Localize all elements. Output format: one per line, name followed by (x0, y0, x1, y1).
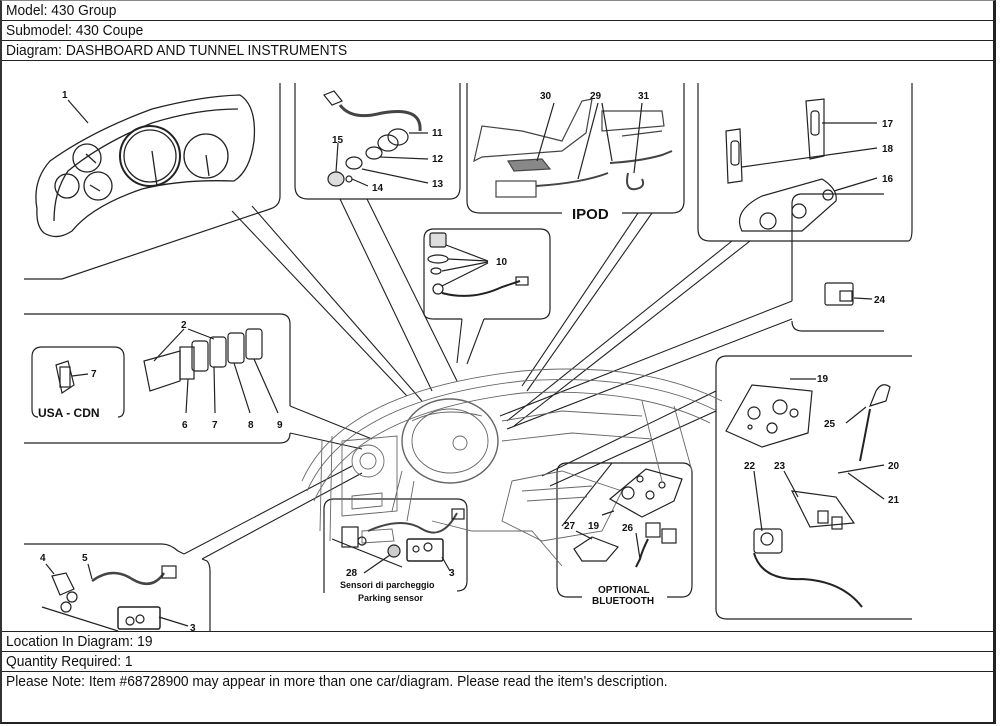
bluetooth-label-2: BLUETOOTH (592, 596, 654, 607)
panel-ipod-frame (466, 83, 685, 214)
switch-24-drawing (824, 282, 854, 306)
location-row: Location In Diagram: 19 (2, 632, 993, 652)
note-row: Please Note: Item #68728900 may appear i… (2, 672, 993, 723)
model-label: Model: 430 Group (6, 2, 117, 19)
parking-label-en: Parking sensor (358, 593, 424, 603)
panel-lighter-frame (294, 83, 461, 200)
quantity-required: Quantity Required: 1 (6, 653, 133, 670)
lighter-leaders (335, 132, 429, 187)
callout-19-bt: 19 (588, 521, 600, 532)
callout-26: 26 (622, 523, 634, 534)
panel-tunnel-frame (715, 355, 912, 620)
bluetooth-label-1: OPTIONAL (598, 585, 650, 596)
ipod-leaders (536, 102, 643, 180)
location-in-diagram: Location In Diagram: 19 (6, 633, 153, 650)
callout-5: 5 (82, 553, 88, 564)
callout-3-left: 3 (190, 623, 196, 631)
callout-18: 18 (882, 144, 894, 155)
callout-6: 6 (182, 420, 188, 431)
submodel-label: Submodel: 430 Coupe (6, 22, 144, 39)
callout-29: 29 (590, 91, 602, 102)
callout-19: 19 (817, 374, 829, 385)
parts-diagram: 1 11 12 13 14 15 (2, 61, 993, 664)
callout-30: 30 (540, 91, 552, 102)
quantity-row: Quantity Required: 1 (2, 652, 993, 672)
callout-8: 8 (248, 420, 254, 431)
callout-13: 13 (432, 179, 444, 190)
panel-bluetooth-frame (556, 462, 693, 598)
callout-17: 17 (882, 119, 894, 130)
parking-sensor-drawing (341, 508, 465, 562)
callout-10: 10 (496, 257, 508, 268)
switch-7-usa-drawing (55, 360, 75, 394)
climate-controls-drawing (725, 98, 837, 232)
panel-switch-frame (24, 313, 291, 444)
callout-31: 31 (638, 91, 650, 102)
callout-14: 14 (372, 183, 384, 194)
lighter-assembly-drawing (323, 90, 422, 187)
ipod-kit-drawing (473, 98, 673, 198)
callout-28: 28 (346, 568, 358, 579)
model-row: Model: 430 Group (2, 1, 993, 21)
parking-label-it: Sensori di parcheggio (340, 580, 435, 590)
leader-lines (183, 198, 793, 560)
callout-15: 15 (332, 135, 344, 146)
callout-2: 2 (181, 320, 187, 331)
switch-block-drawing (143, 328, 263, 392)
item-note: Please Note: Item #68728900 may appear i… (6, 673, 668, 690)
submodel-row: Submodel: 430 Coupe (2, 21, 993, 41)
panel-lower-left-frame (24, 543, 211, 664)
callout-22: 22 (744, 461, 756, 472)
callout-9: 9 (277, 420, 283, 431)
callout-4: 4 (40, 553, 46, 564)
panel-climate-frame (697, 83, 913, 242)
diagram-title: Diagram: DASHBOARD AND TUNNEL INSTRUMENT… (6, 42, 348, 59)
climate-leaders (741, 122, 878, 192)
tunnel-controls-drawing (725, 384, 891, 608)
callout-1: 1 (62, 90, 68, 101)
car-interior-sketch (301, 368, 723, 567)
sensor-module-drawing (51, 565, 177, 630)
callout-21: 21 (888, 495, 900, 506)
callout-7-usa: 7 (91, 369, 97, 380)
callout-27: 27 (564, 521, 576, 532)
callout-7: 7 (212, 420, 218, 431)
bluetooth-kit-drawing (573, 468, 683, 568)
panel-24-frame (791, 193, 884, 332)
panel-parking-frame (323, 498, 468, 593)
callout-24: 24 (874, 295, 886, 306)
callout-25: 25 (824, 419, 836, 430)
callout-16: 16 (882, 174, 894, 185)
diagram-title-row: Diagram: DASHBOARD AND TUNNEL INSTRUMENT… (2, 41, 993, 61)
ipod-label: IPOD (572, 206, 609, 223)
panel-cluster-frame (24, 83, 281, 280)
callout-11: 11 (432, 128, 443, 139)
exploded-view-drawing: 1 11 12 13 14 15 (24, 83, 913, 664)
callout-12: 12 (432, 154, 444, 165)
callout-23: 23 (774, 461, 786, 472)
panel-usa-frame (31, 346, 125, 418)
callout-20: 20 (888, 461, 900, 472)
instrument-cluster-drawing (35, 94, 256, 238)
callout-3-parking: 3 (449, 568, 455, 579)
usa-cdn-label: USA - CDN (38, 406, 100, 420)
